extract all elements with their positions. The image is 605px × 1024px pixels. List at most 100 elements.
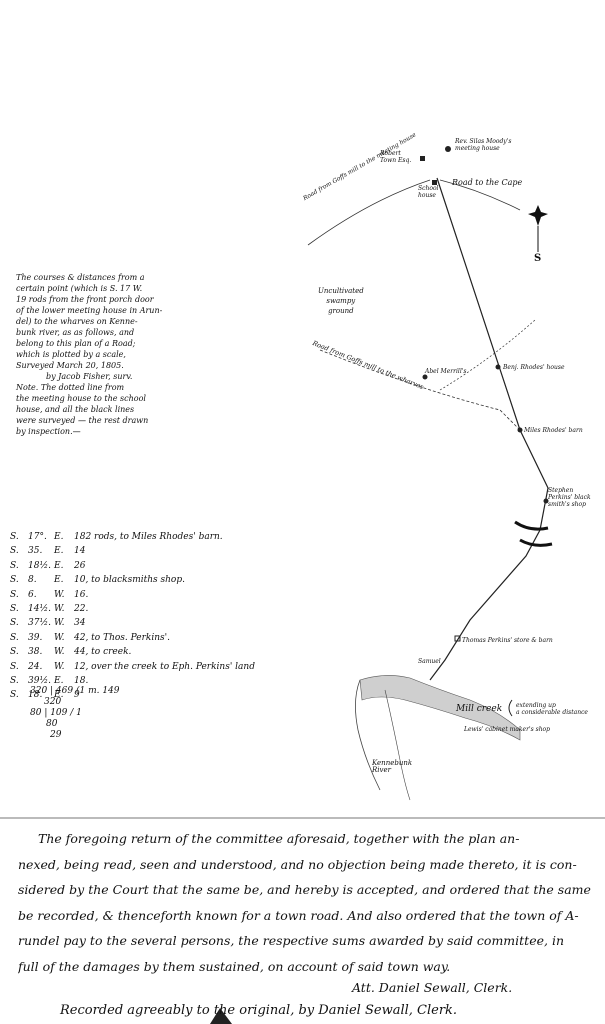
note-line: belong to this plan of a Road; [16, 339, 136, 348]
course-dist: 10, to blacksmiths shop. [74, 575, 185, 586]
compass-icon [528, 205, 548, 252]
course-row: S. 8. E. 10, to blacksmiths shop. [10, 573, 310, 587]
robert-marker [420, 156, 425, 161]
distance-calculation: 320 | 469 (1 m. 149 320 80 | 109 / 1 80 … [30, 686, 120, 741]
course-dist: 14 [74, 546, 86, 557]
abel-marker [422, 374, 428, 380]
course-dir: W. [54, 632, 65, 643]
course-dist: 18. [74, 675, 89, 686]
label-mill-creek: Mill creek [456, 704, 503, 714]
course-bearing: S. [10, 661, 19, 672]
note-line: the meeting house to the school [16, 394, 146, 403]
course-deg: 14½. [28, 603, 52, 614]
course-bearing: S. [10, 690, 19, 701]
course-dir: W. [54, 647, 65, 658]
course-bearing: S. [10, 618, 19, 629]
label-compass-s: S [534, 253, 542, 264]
course-dist: 44, to creek. [74, 647, 132, 658]
stephen-marker [543, 498, 549, 504]
course-dir: W. [54, 603, 65, 614]
record-line: rundel pay to the several persons, the r… [18, 933, 564, 948]
note-line: by Jacob Fisher, surv. [46, 372, 133, 381]
river-bank [355, 679, 381, 791]
note-line: Surveyed March 20, 1805. [16, 361, 124, 370]
dotted-road [439, 319, 536, 391]
bridge [514, 520, 553, 547]
course-bearing: S. [10, 546, 19, 557]
calc-line: 320 [44, 697, 62, 707]
record-line: sidered by the Court that the same be, a… [18, 882, 591, 897]
course-dir: W. [54, 618, 65, 629]
label-thomas: Thomas Perkins' store & barn [462, 637, 553, 644]
label-robert: Robert Town Esq. [380, 150, 412, 164]
label-extending: extending up a considerable distance [516, 702, 588, 716]
course-deg: 18. [28, 690, 43, 701]
course-dir: E. [54, 690, 64, 701]
course-bearing: S. [10, 560, 19, 571]
course-bearing: S. [10, 589, 19, 600]
note-line: del) to the wharves on Kenne- [16, 317, 138, 326]
record-line: be recorded, & thenceforth known for a t… [18, 907, 579, 923]
course-dist: 12, over the creek to Eph. Perkins' land [74, 661, 255, 672]
note-line: certain point (which is S. 17 W. [16, 284, 143, 293]
course-dist: 22. [74, 603, 89, 614]
note-line: were surveyed — the rest drawn [16, 416, 149, 425]
course-dist: 26 [74, 560, 86, 571]
label-road-cape: Road to the Cape [452, 178, 523, 187]
bottom-mark [210, 1008, 232, 1024]
label-samuel: Samuel [418, 658, 441, 665]
course-deg: 39. [28, 632, 43, 643]
course-dir: E. [54, 675, 64, 686]
road-goffs-wharves [319, 349, 521, 431]
note-line: which is plotted by a scale, [16, 350, 126, 359]
course-row: S.17°.E.182 rods, to Miles Rhodes' barn. [10, 530, 310, 544]
course-row: S.18½.E.26 [10, 559, 310, 573]
road-goffs-meeting [307, 179, 431, 246]
court-record: The foregoing return of the committee af… [18, 826, 598, 979]
course-bearing: S. [10, 532, 19, 542]
road-cape [439, 179, 521, 211]
course-dir: W. [54, 589, 65, 600]
course-row: S.18.E.9 [10, 688, 310, 702]
survey-note: The courses & distances from a certain p… [16, 272, 166, 437]
course-deg: 35. [28, 546, 43, 557]
note-line: bunk river, as as follows, and [16, 328, 135, 337]
creek-bracket [508, 699, 513, 717]
course-bearing: S. [10, 575, 19, 586]
course-row: S. 24. W. 12, over the creek to Eph. Perkin… [10, 660, 310, 674]
note-line: by inspection.— [16, 427, 81, 436]
course-deg: 38. [28, 647, 43, 658]
label-uncultivated: Uncultivated swampy ground [318, 287, 364, 315]
course-dir: E. [54, 575, 64, 586]
course-row: S. 14½.W. 22. [10, 602, 310, 616]
calc-line: 80 | 109 / 1 [30, 708, 82, 718]
course-row: S.37½.W.34 [10, 616, 310, 630]
course-deg: 18½. [28, 560, 52, 571]
calc-line: 80 [46, 719, 58, 729]
course-bearing: S. [10, 675, 19, 686]
label-abel: Abel Merrill's [425, 368, 467, 375]
road-line [429, 177, 549, 681]
course-bearing: S. [10, 647, 19, 658]
miles-marker [517, 427, 523, 433]
label-school: School house [418, 185, 439, 199]
course-dist: 16. [74, 589, 89, 600]
course-dir: W. [54, 661, 65, 672]
course-row: S. 38. W. 44, to creek. [10, 645, 310, 659]
course-dir: E. [54, 546, 64, 557]
record-line: full of the damages by them sustained, o… [18, 958, 451, 974]
label-kennebunk: Kennebunk River [372, 759, 413, 774]
attest-signature: Att. Daniel Sewall, Clerk. [352, 980, 513, 995]
course-deg: 8. [28, 575, 37, 586]
meeting-house-marker [445, 146, 451, 152]
course-bearing: S. [10, 632, 19, 643]
course-deg: 6. [28, 589, 37, 600]
river [359, 675, 521, 741]
benj-marker [495, 364, 501, 370]
note-line: Note. The dotted line from [16, 383, 125, 392]
course-row: S. 35. E. 14 [10, 544, 310, 558]
course-bearing: S. [10, 603, 19, 614]
course-deg: 39½. [28, 675, 52, 686]
course-deg: 24. [28, 661, 43, 672]
label-miles: Miles Rhodes' barn [524, 427, 583, 434]
